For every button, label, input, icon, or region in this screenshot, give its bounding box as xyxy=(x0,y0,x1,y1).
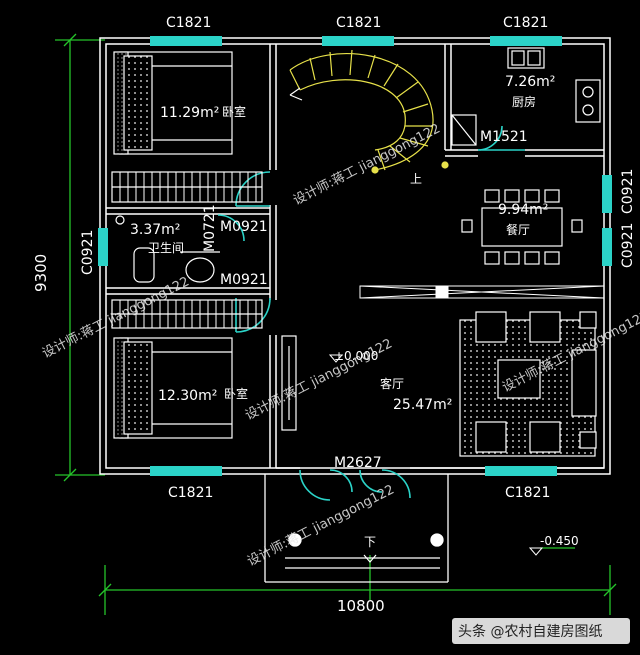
door-label-main: M2627 xyxy=(334,455,382,471)
interior-walls xyxy=(106,44,604,469)
bedroom2-wardrobe-hatch xyxy=(119,300,257,328)
door-label-top: M0921 xyxy=(220,219,268,235)
porch-arrow-icon xyxy=(363,554,377,563)
door-label-kitchen: M1521 xyxy=(480,129,528,145)
windows xyxy=(98,36,612,476)
bath-area: 3.37m² xyxy=(130,222,180,238)
elevation-marker-outside-icon xyxy=(528,547,544,556)
stair-up-label: 上 xyxy=(410,172,422,186)
window-label-bottom-left: C1821 xyxy=(168,485,213,501)
window-label-left: C0921 xyxy=(80,230,96,275)
dining-name: 餐厅 xyxy=(506,222,530,237)
window-label-bottom-right: C1821 xyxy=(505,485,550,501)
elevation-zero: ±0.000 xyxy=(334,349,378,363)
window-label-right-top: C0921 xyxy=(620,169,636,214)
bedroom2-area: 12.30m² xyxy=(158,388,217,404)
kitchen-area: 7.26m² xyxy=(505,74,555,90)
footer-badge xyxy=(452,618,630,644)
living-name: 客厅 xyxy=(380,376,404,391)
stair-arrow-icon xyxy=(289,87,303,101)
dimension-width: 10800 xyxy=(337,597,385,615)
elevation-marker-icon xyxy=(328,354,344,363)
dining-table xyxy=(461,189,583,265)
bedroom2-name: 卧室 xyxy=(224,386,248,401)
dining-area: 9.94m² xyxy=(498,202,548,218)
bath-name: 卫生间 xyxy=(148,241,184,255)
dimension-height: 9300 xyxy=(32,254,50,292)
bedroom2-furniture xyxy=(111,299,263,439)
window-label-right-bottom: C0921 xyxy=(620,223,636,268)
porch-down-label: 下 xyxy=(364,535,376,549)
window-label-top-left: C1821 xyxy=(166,15,211,31)
living-sofa-set xyxy=(459,311,597,457)
window-label-top-mid: C1821 xyxy=(336,15,381,31)
tv-cabinet xyxy=(281,335,297,431)
spiral-stair xyxy=(289,49,449,174)
footer-credit: 头条 @农村自建房图纸 xyxy=(458,623,602,640)
watermark-1: 设计师:蒋工 jianggong122 xyxy=(291,121,443,208)
kitchen-name: 厨房 xyxy=(512,94,536,109)
watermark-3: 设计师:蒋工 jianggong122 xyxy=(243,336,395,423)
bedroom1-name: 卧室 xyxy=(222,104,246,119)
bedroom1-wardrobe-hatch xyxy=(119,172,257,202)
bedroom1-area: 11.29m² xyxy=(160,105,219,121)
window-label-top-right: C1821 xyxy=(503,15,548,31)
kitchen-fixtures xyxy=(451,47,601,146)
bedroom1-furniture xyxy=(111,51,263,203)
porch xyxy=(264,474,449,583)
beam-line xyxy=(359,285,605,299)
living-area: 25.47m² xyxy=(393,397,452,413)
doors xyxy=(217,125,525,501)
door-label-bath: M0721 xyxy=(202,204,218,252)
bathroom-fixtures xyxy=(115,215,220,283)
elevation-minus: -0.450 xyxy=(540,534,579,548)
door-label-bottom: M0921 xyxy=(220,272,268,288)
